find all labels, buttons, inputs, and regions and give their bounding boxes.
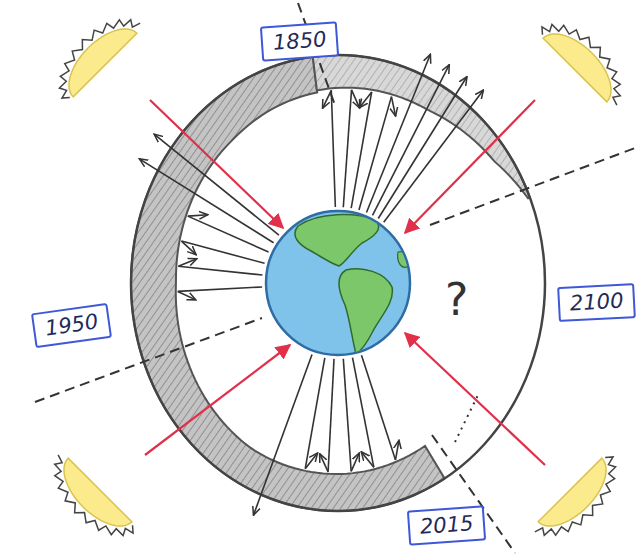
ray-line bbox=[343, 359, 351, 471]
radiation-ray bbox=[178, 287, 262, 300]
reflected-ray bbox=[305, 453, 317, 469]
year-box: 1850 bbox=[260, 21, 340, 62]
radiation-ray bbox=[154, 134, 279, 235]
reflected-ray bbox=[391, 97, 395, 117]
sunlight-arrow bbox=[145, 345, 290, 455]
sun-rays bbox=[37, 453, 136, 552]
sun-rays bbox=[533, 453, 632, 552]
ray-line bbox=[353, 358, 374, 468]
year-label: 1950 bbox=[44, 309, 100, 341]
ray-line bbox=[328, 359, 334, 472]
ray-line bbox=[253, 354, 312, 515]
radiation-ray bbox=[188, 215, 269, 252]
reflected-ray bbox=[178, 259, 197, 266]
continent bbox=[339, 269, 392, 354]
reflected-ray bbox=[188, 215, 208, 216]
sun-body bbox=[51, 458, 132, 539]
ray-line bbox=[178, 266, 262, 275]
ray-line bbox=[366, 54, 430, 212]
period-divider bbox=[430, 148, 635, 225]
ray-line bbox=[378, 77, 467, 219]
sun-symbol bbox=[537, 8, 638, 109]
radiation-ray bbox=[305, 358, 325, 469]
ray-line bbox=[178, 287, 262, 291]
ray-line bbox=[351, 92, 371, 208]
question-mark: ? bbox=[445, 276, 468, 324]
year-box: 2015 bbox=[407, 505, 487, 546]
reflected-ray bbox=[396, 440, 399, 460]
ray-line bbox=[305, 358, 325, 469]
reflected-ray bbox=[181, 241, 196, 255]
sun-symbol bbox=[43, 2, 144, 103]
radiation-ray bbox=[373, 65, 450, 216]
sun-body bbox=[543, 21, 624, 102]
earth-globe bbox=[266, 211, 410, 355]
ray-line bbox=[343, 90, 351, 207]
year-label: 2015 bbox=[419, 511, 474, 540]
sun-body bbox=[538, 458, 619, 539]
reflected-ray bbox=[359, 92, 371, 108]
radiation-ray bbox=[253, 354, 312, 515]
reflected-ray bbox=[178, 291, 196, 299]
sunlight-arrow bbox=[405, 333, 545, 465]
ray-line bbox=[188, 216, 269, 252]
reflected-ray bbox=[320, 454, 328, 472]
year-box: 1950 bbox=[31, 303, 113, 349]
radiation-ray bbox=[366, 54, 430, 212]
sun-rays bbox=[538, 8, 637, 107]
ray-line bbox=[154, 134, 279, 235]
year-box: 2100 bbox=[557, 283, 636, 322]
unknown-future-box: ? bbox=[445, 276, 468, 324]
ray-line bbox=[331, 90, 335, 207]
radiation-ray bbox=[361, 355, 398, 460]
sunlight-arrow bbox=[150, 100, 283, 228]
radiation-ray bbox=[178, 259, 262, 275]
radiation-ray bbox=[378, 77, 467, 219]
atmosphere-band bbox=[131, 57, 445, 511]
reflected-ray bbox=[351, 453, 359, 471]
sun-symbol bbox=[37, 451, 138, 552]
reflected-ray bbox=[323, 90, 332, 108]
radiation-ray bbox=[343, 359, 359, 471]
reflected-ray bbox=[361, 452, 374, 468]
radiation-ray bbox=[343, 90, 359, 207]
sunlight-arrow bbox=[405, 100, 535, 233]
radiation-ray bbox=[353, 358, 374, 468]
sun-body bbox=[56, 16, 137, 97]
year-label: 1850 bbox=[272, 27, 327, 56]
continent bbox=[295, 215, 379, 266]
dotted-divider bbox=[455, 395, 478, 442]
sun-symbol bbox=[531, 452, 632, 553]
continent bbox=[398, 252, 410, 268]
reflected-ray bbox=[352, 90, 360, 108]
radiation-ray bbox=[351, 92, 371, 208]
radiation-ray bbox=[323, 90, 336, 207]
ray-line bbox=[361, 355, 395, 460]
ray-line bbox=[373, 65, 450, 216]
year-label: 2100 bbox=[569, 289, 624, 317]
atmosphere-outline bbox=[131, 55, 545, 511]
sun-rays bbox=[43, 2, 142, 101]
